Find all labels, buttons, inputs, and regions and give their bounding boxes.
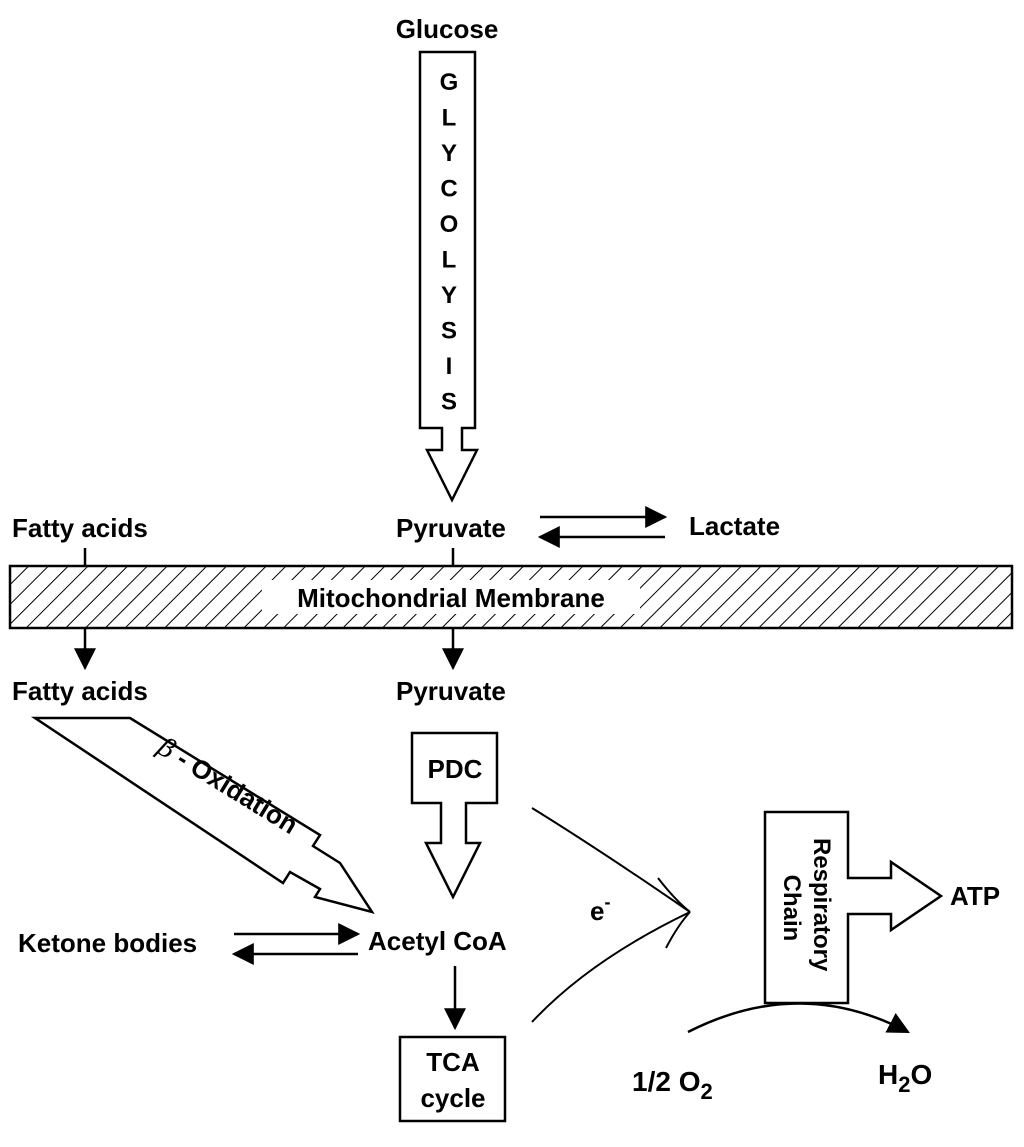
pyruvate-outer-label: Pyruvate [396,513,506,543]
ketone-bodies-label: Ketone bodies [18,928,197,958]
glycolysis-letter: L [442,105,457,132]
electron-flow-upper-curve [531,807,691,913]
respiratory-chain-arrow [763,810,944,1005]
glycolysis-letter: L [442,247,457,274]
electron-flow-lower-curve [531,911,691,1023]
pdc-label: PDC [428,754,483,784]
respiratory-label: Respiratory Chain [778,838,835,978]
electron-label: e- [590,892,610,926]
membrane-label: Mitochondrial Membrane [297,583,605,613]
pyruvate-inner-label: Pyruvate [396,676,506,706]
tca-label-line1: TCA [426,1047,480,1077]
tca-cycle-box [398,1035,507,1123]
atp-label: ATP [950,881,1000,911]
water-o: O [910,1059,932,1090]
fatty-acids-outer-label: Fatty acids [12,513,148,543]
electron-flow-tip-bottom [665,911,691,949]
electron-flow-tip-top [657,877,691,913]
pdc-arrow [410,731,499,900]
glycolysis-letter: S [441,389,457,416]
fatty-acids-inner-label: Fatty acids [12,676,148,706]
glycolysis-letter: S [441,318,457,345]
glycolysis-letter: O [440,211,459,238]
beta-oxidation-arrow [30,716,375,915]
glycolysis-letter: G [440,69,459,96]
glycolysis-letter: Y [441,282,457,309]
glycolysis-letter: I [446,353,453,380]
glycolysis-letter: Y [441,140,457,167]
oxygen-subscript: 2 [700,1079,712,1104]
respiratory-line1: Respiratory [808,838,835,972]
glucose-label: Glucose [396,14,499,44]
glycolysis-letter: C [440,176,457,203]
oxygen-label: 1/2 O2 [632,1066,713,1104]
respiratory-line2: Chain [778,875,805,942]
water-subscript: 2 [898,1072,910,1097]
membrane-label-bg [262,580,640,614]
water-label: H2O [878,1059,932,1097]
tca-label-line2: cycle [420,1083,485,1113]
acetyl-coa-label: Acetyl CoA [368,926,507,956]
lactate-label: Lactate [689,511,780,541]
glycolysis-arrow [418,50,480,503]
oxygen-to-water-arrow [687,1002,910,1034]
electron-superscript: - [604,892,610,912]
